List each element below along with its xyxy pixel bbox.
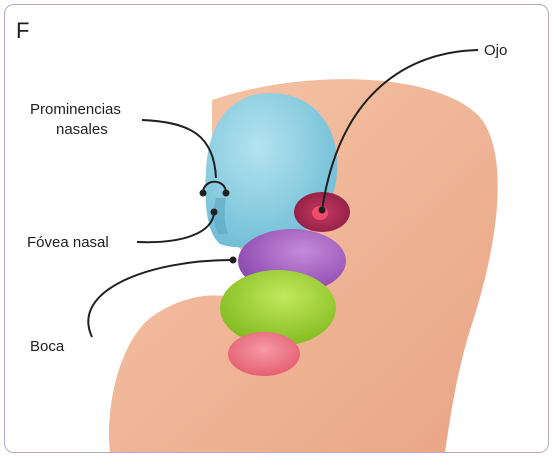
- ojo-label: Ojo: [484, 42, 507, 59]
- fovea-label: Fóvea nasal: [27, 234, 109, 251]
- prominencias-dot-right: [223, 190, 230, 197]
- prominencias-label-line1: Prominencias: [30, 101, 121, 118]
- fovea-leader-line: [137, 212, 214, 242]
- boca-dot: [230, 257, 237, 264]
- prominencias-leader-line: [142, 120, 216, 178]
- prominencias-dot-left: [200, 190, 207, 197]
- boca-label: Boca: [30, 338, 65, 355]
- lower-lip-shape: [228, 332, 300, 376]
- fovea-dot: [211, 209, 218, 216]
- prominencias-label-line2: nasales: [56, 121, 108, 138]
- ojo-dot: [319, 207, 326, 214]
- panel-letter: F: [16, 18, 29, 43]
